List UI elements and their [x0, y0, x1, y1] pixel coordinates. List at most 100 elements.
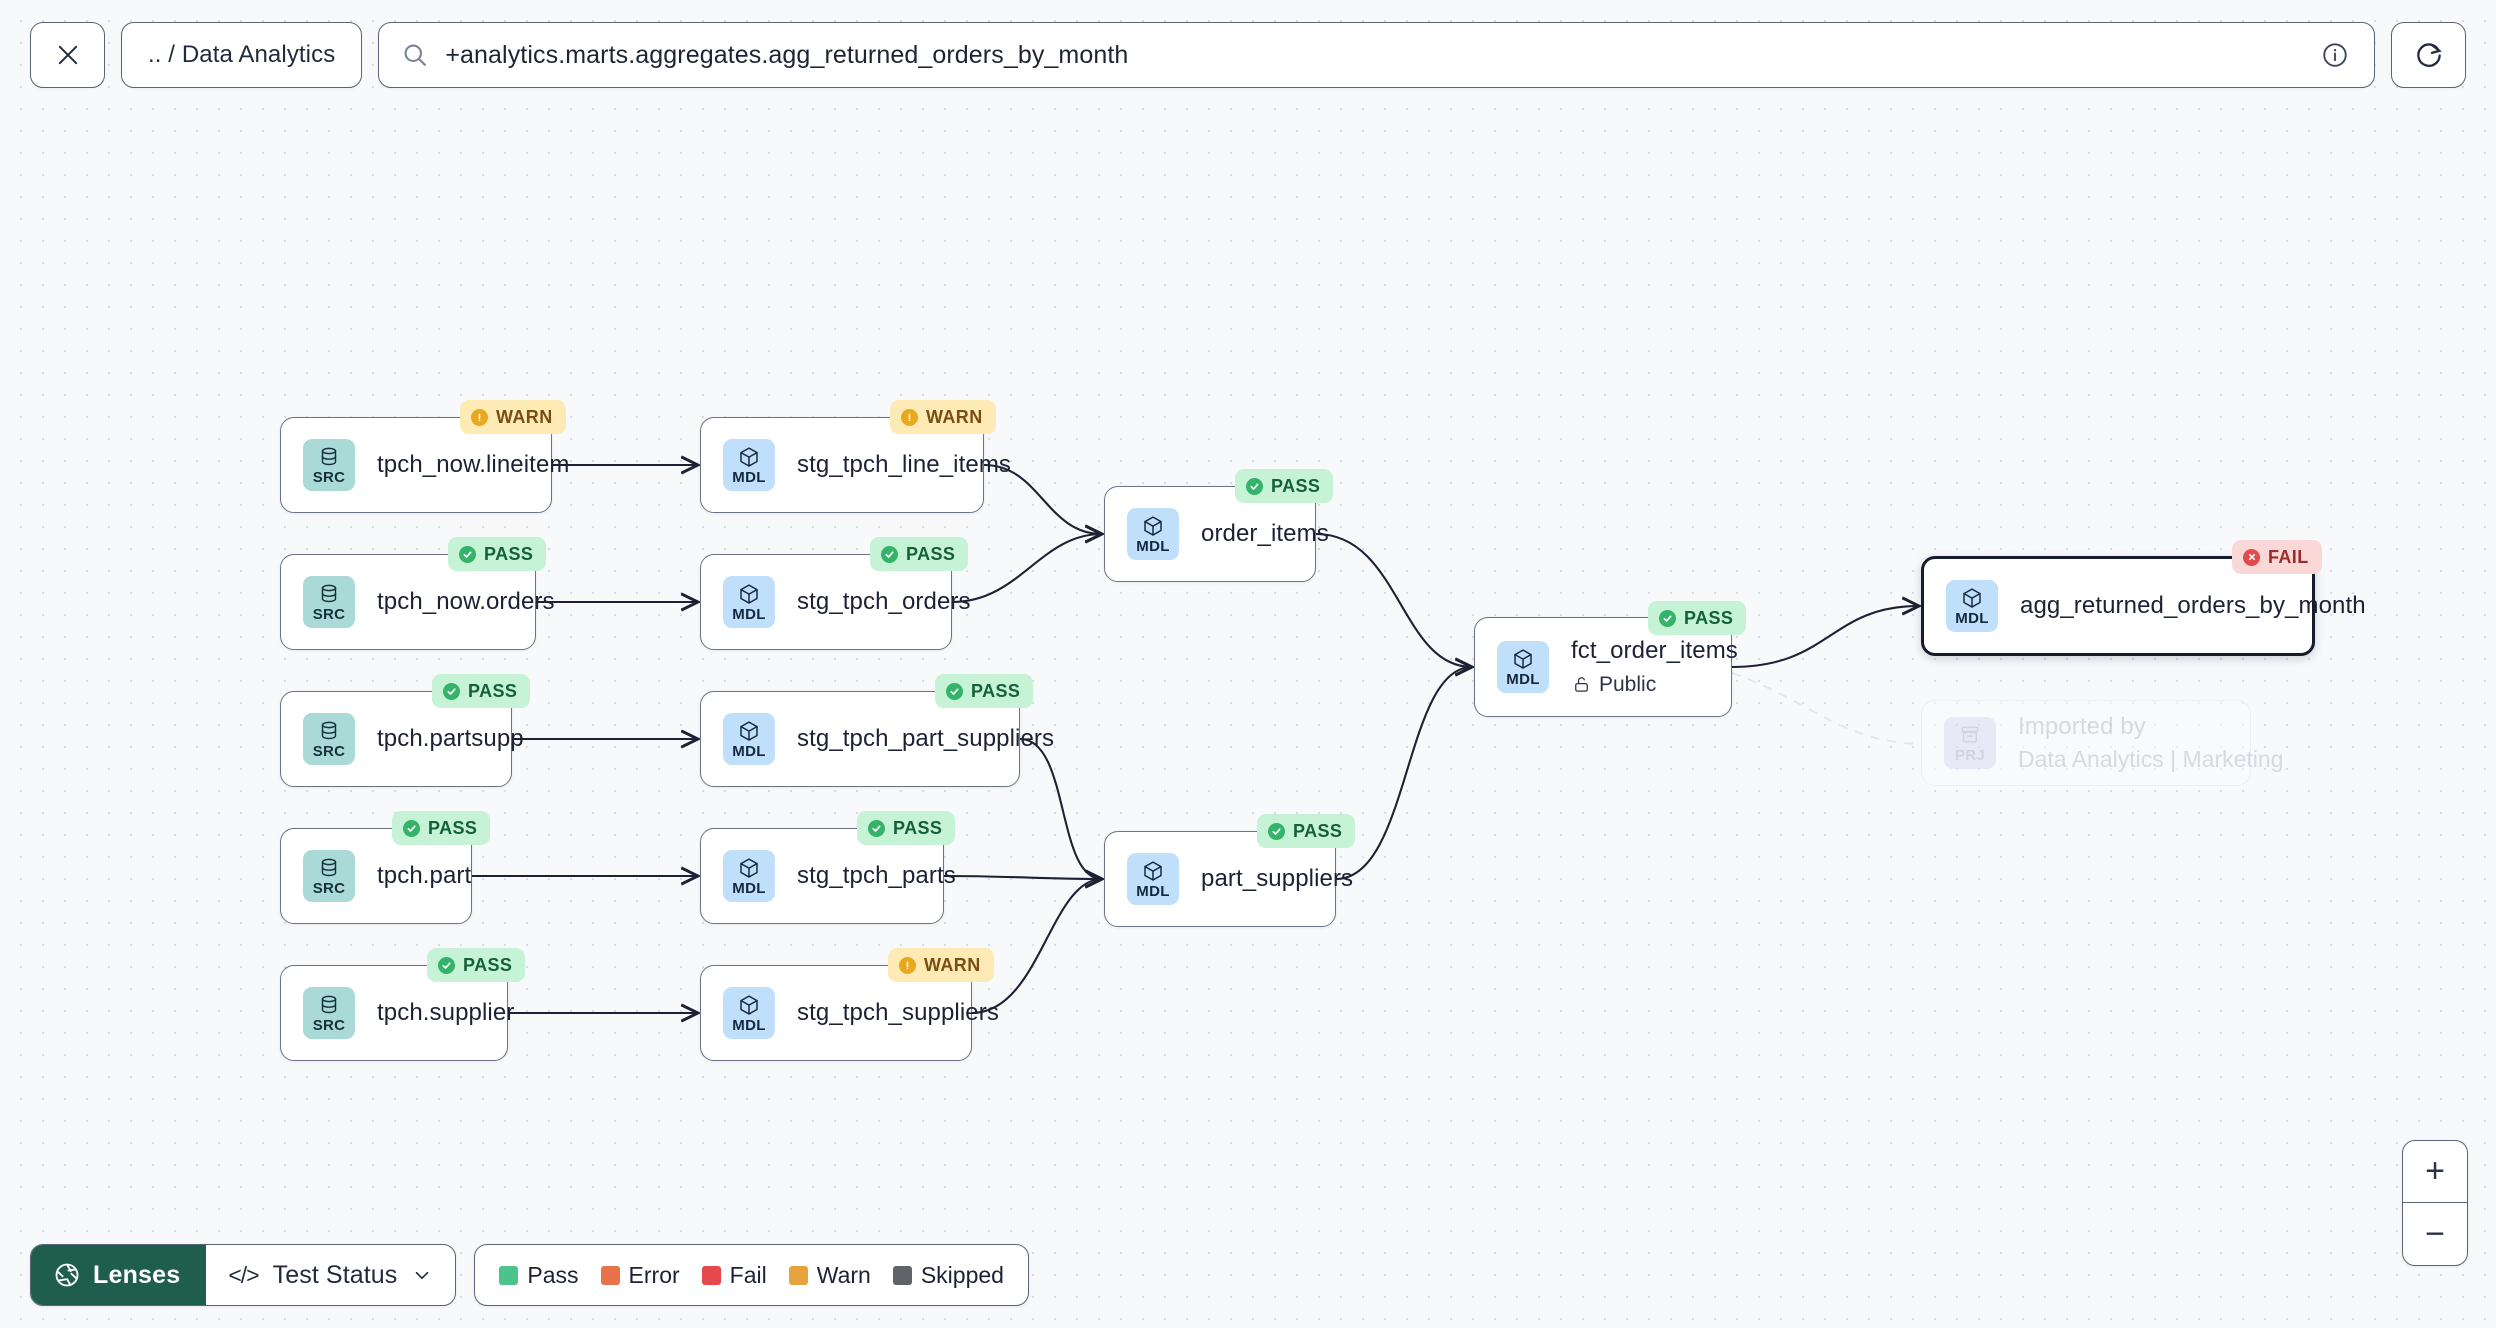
node-text: tpch_now.orders — [377, 587, 555, 617]
node-title: tpch.part — [377, 861, 472, 889]
legend-label: Error — [628, 1261, 680, 1288]
status-badge-pass[interactable]: PASS — [432, 674, 531, 708]
cube-icon — [740, 584, 758, 604]
status-badge-label: PASS — [1293, 820, 1343, 841]
node-type-badge-prj: PRJ — [1944, 717, 1996, 769]
breadcrumb[interactable]: .. / Data Analytics — [121, 22, 363, 88]
status-badge-label: PASS — [1271, 475, 1321, 496]
node-title: stg_tpch_orders — [797, 587, 971, 615]
status-badge-warn[interactable]: WARN — [460, 400, 566, 434]
status-badge-label: WARN — [496, 406, 553, 427]
node-text: tpch.partsupp — [377, 725, 524, 754]
status-badge-pass[interactable]: PASS — [935, 674, 1034, 708]
graph-node-agg_returned_orders_by_month[interactable]: MDL agg_returned_orders_by_month — [1921, 556, 2366, 656]
graph-node-stg_tpch_line_items[interactable]: MDL stg_tpch_line_items — [700, 417, 1011, 513]
status-badge-pass[interactable]: PASS — [1235, 469, 1334, 503]
status-dot-icon — [1659, 609, 1676, 627]
close-button[interactable] — [30, 22, 105, 88]
node-text: stg_tpch_orders — [797, 587, 971, 617]
node-type-label: MDL — [732, 606, 766, 623]
status-badge-label: WARN — [926, 406, 983, 427]
refresh-icon — [2416, 43, 2442, 67]
status-badge-pass[interactable]: PASS — [1257, 814, 1356, 848]
node-subtitle: Public — [1599, 672, 1657, 696]
info-icon[interactable] — [2320, 40, 2350, 70]
node-type-badge-src: SRC — [303, 713, 355, 765]
node-text: fct_order_items Public — [1571, 637, 1738, 697]
node-title: part_suppliers — [1201, 864, 1354, 892]
lens-control-group: Lenses </> Test Status — [30, 1244, 457, 1306]
node-type-label: MDL — [732, 469, 766, 486]
cube-icon — [740, 721, 758, 741]
status-legend: Pass Error Fail Warn Skipped — [474, 1244, 1029, 1306]
zoom-in-button[interactable]: + — [2403, 1141, 2467, 1203]
database-icon — [321, 721, 337, 740]
node-type-label: SRC — [312, 743, 346, 760]
status-badge-pass[interactable]: PASS — [427, 948, 526, 982]
status-badge-warn[interactable]: WARN — [888, 948, 994, 982]
node-title: tpch.supplier — [377, 998, 515, 1026]
lenses-button[interactable]: Lenses — [31, 1245, 207, 1305]
status-dot-icon — [1268, 822, 1285, 840]
status-badge-warn[interactable]: WARN — [890, 400, 996, 434]
zoom-controls: + − — [2402, 1140, 2468, 1266]
node-subtitle-row: Data Analytics | Marketing — [2018, 746, 2283, 773]
node-type-badge-src: SRC — [303, 576, 355, 628]
legend-item-fail[interactable]: Fail — [701, 1262, 767, 1289]
graph-node-stg_tpch_suppliers[interactable]: MDL stg_tpch_suppliers — [700, 965, 999, 1061]
test-status-dropdown[interactable]: </> Test Status — [206, 1245, 455, 1305]
node-text: stg_tpch_parts — [797, 862, 956, 891]
legend-swatch-skipped — [892, 1265, 912, 1285]
cube-icon — [1144, 516, 1162, 536]
search-field[interactable]: +analytics.marts.aggregates.agg_returned… — [378, 22, 2375, 88]
legend-swatch-pass — [499, 1265, 519, 1285]
graph-node-imported_by_project[interactable]: PRJ Imported by Data Analytics | Marketi… — [1921, 700, 2283, 786]
database-icon — [321, 858, 337, 877]
node-type-label: PRJ — [1954, 747, 1986, 764]
status-badge-pass[interactable]: PASS — [448, 537, 547, 571]
status-badge-pass[interactable]: PASS — [392, 811, 491, 845]
archive-icon — [1961, 726, 1979, 743]
legend-item-skipped[interactable]: Skipped — [892, 1262, 1004, 1289]
node-type-label: SRC — [312, 606, 346, 623]
node-type-label: SRC — [312, 469, 346, 486]
status-dot-icon — [901, 408, 918, 426]
graph-node-stg_tpch_orders[interactable]: MDL stg_tpch_orders — [700, 554, 971, 650]
status-badge-pass[interactable]: PASS — [857, 811, 956, 845]
node-type-label: MDL — [1136, 883, 1170, 900]
legend-label: Warn — [816, 1261, 871, 1288]
status-dot-icon — [443, 682, 460, 700]
node-text: Imported by Data Analytics | Marketing — [2018, 713, 2283, 773]
status-badge-pass[interactable]: PASS — [1648, 601, 1747, 635]
zoom-out-button[interactable]: − — [2425, 1214, 2445, 1253]
node-type-badge-src: SRC — [303, 850, 355, 902]
status-badge-label: PASS — [1684, 607, 1734, 628]
legend-item-warn[interactable]: Warn — [788, 1261, 871, 1289]
node-text: stg_tpch_part_suppliers — [797, 725, 1054, 754]
status-dot-icon — [899, 956, 916, 974]
status-badge-fail[interactable]: FAIL — [2232, 540, 2322, 574]
node-type-badge-mdl: MDL — [1946, 580, 1998, 632]
node-text: stg_tpch_line_items — [797, 451, 1011, 480]
search-icon — [404, 44, 427, 66]
search-input[interactable]: +analytics.marts.aggregates.agg_returned… — [445, 40, 1129, 69]
legend-item-pass[interactable]: Pass — [499, 1261, 579, 1289]
legend-label: Pass — [527, 1261, 579, 1288]
node-title: tpch_now.orders — [377, 587, 555, 615]
node-type-badge-mdl: MDL — [723, 850, 775, 902]
refresh-button[interactable] — [2391, 22, 2466, 88]
legend-item-error[interactable]: Error — [600, 1261, 680, 1289]
status-dot-icon — [471, 408, 488, 426]
status-badge-pass[interactable]: PASS — [870, 537, 969, 571]
top-toolbar: .. / Data Analytics +analytics.marts.agg… — [0, 0, 2496, 110]
node-title: Imported by — [2018, 713, 2146, 741]
status-dot-icon — [403, 819, 420, 837]
node-subtitle-row: Public — [1571, 673, 1731, 697]
test-status-label: Test Status — [272, 1260, 398, 1289]
status-dot-icon — [946, 682, 963, 700]
cube-icon — [1514, 649, 1532, 669]
cube-icon — [740, 447, 758, 467]
node-text: part_suppliers — [1201, 864, 1354, 894]
cube-icon — [740, 995, 758, 1015]
